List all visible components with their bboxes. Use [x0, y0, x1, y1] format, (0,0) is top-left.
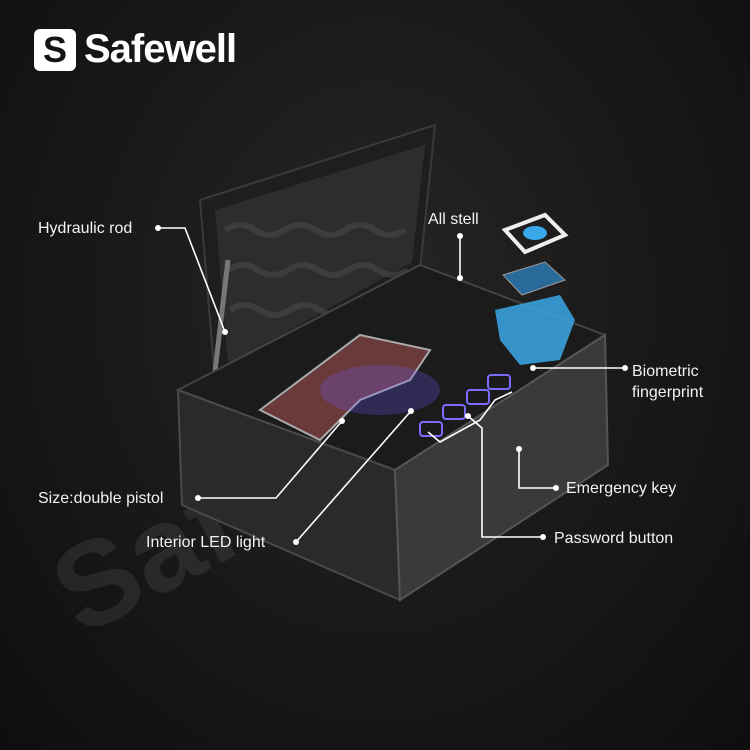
label-biometric: Biometric	[632, 363, 699, 380]
logo-mark-icon	[34, 28, 76, 71]
pistol	[258, 333, 432, 442]
label-password-button: Password button	[554, 530, 674, 547]
keypad	[419, 374, 511, 437]
sensor-chip	[502, 261, 566, 296]
sensor-frame	[501, 212, 569, 255]
label-size: Size:double pistol	[38, 490, 164, 507]
label-emergency-key: Emergency key	[566, 480, 677, 497]
brand-logo: Safewell	[34, 27, 237, 72]
label-hydraulic-rod: Hydraulic rod	[38, 220, 133, 237]
sensor-prism	[495, 295, 575, 365]
lid-foam	[215, 145, 425, 365]
label-led-light: Interior LED light	[146, 534, 266, 551]
brand-name: Safewell	[84, 27, 237, 71]
led-glow	[320, 365, 440, 415]
label-all-steel: All stell	[428, 211, 479, 228]
label-fingerprint: fingerprint	[632, 384, 704, 401]
safe-side	[393, 333, 610, 602]
